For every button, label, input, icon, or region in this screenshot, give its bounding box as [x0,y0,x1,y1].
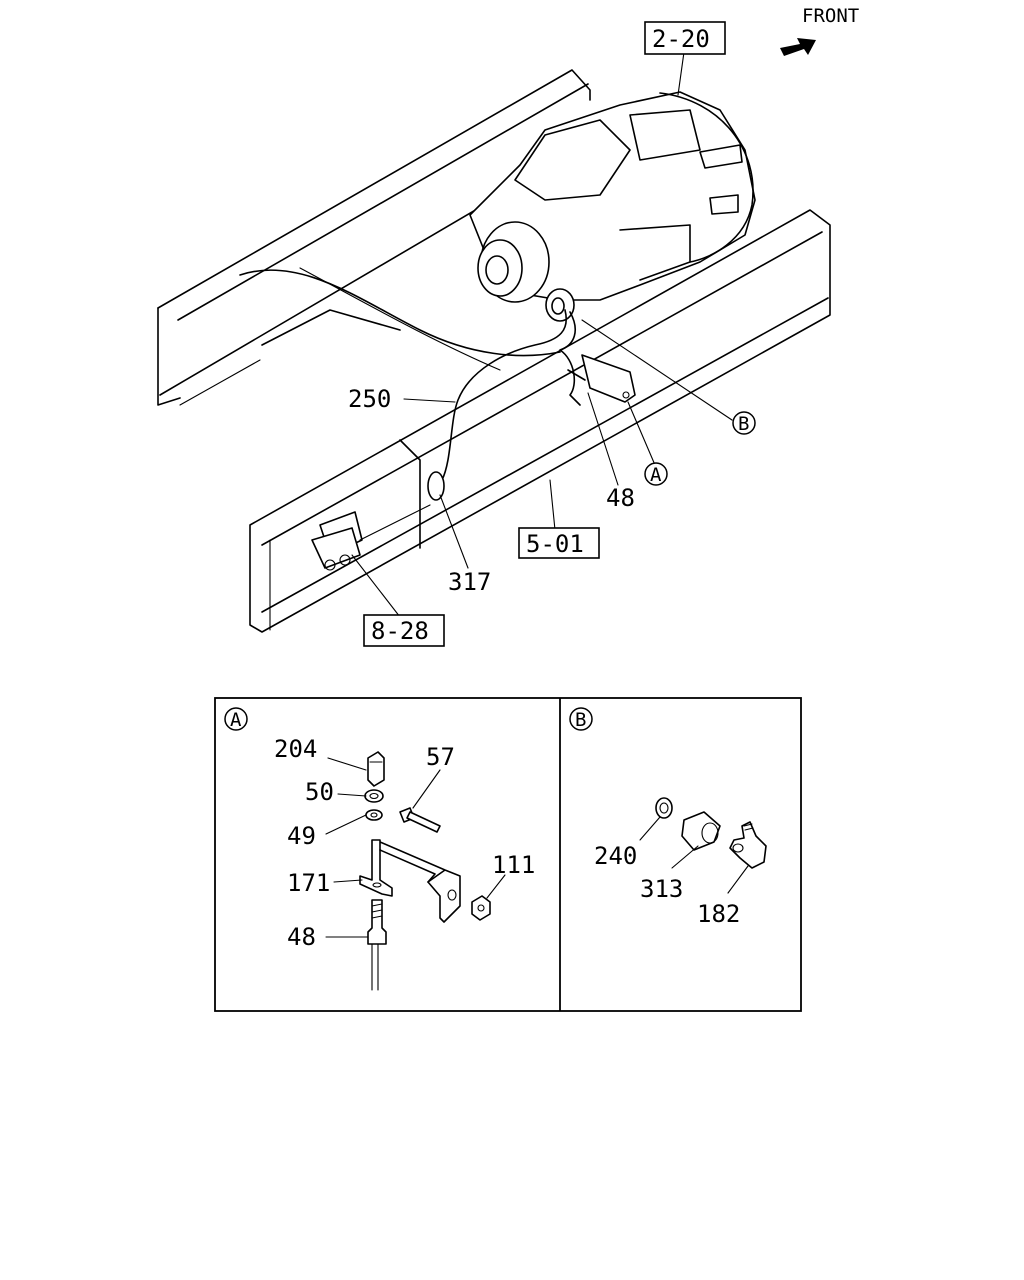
part-240: 240 [594,842,637,870]
detail-a-panel: A 204 50 49 171 [224,707,535,991]
front-arrow-icon [780,38,816,56]
ref-valve[interactable]: 8-28 [363,614,445,647]
callout-detail-b-label: B [738,413,749,435]
callout-250: 250 [348,385,391,413]
callout-48: 48 [606,484,635,512]
ref-transmission-label: 2-20 [652,25,710,53]
transmission [469,91,756,322]
part-313: 313 [640,875,683,903]
front-label: FRONT [802,5,859,27]
ref-frame-label: 5-01 [526,530,584,558]
callout-detail-a-label: A [650,464,662,486]
detail-b-marker: B [575,709,586,731]
callout-detail-a[interactable]: A [644,462,668,486]
part-182: 182 [697,900,740,928]
ref-valve-label: 8-28 [371,617,429,645]
part-171: 171 [287,869,330,897]
detail-panels [214,697,802,1012]
ref-frame[interactable]: 5-01 [518,527,600,559]
ref-transmission[interactable]: 2-20 [644,21,726,55]
callout-317: 317 [448,568,491,596]
chassis-illustration [157,69,831,633]
part-57: 57 [426,743,455,771]
callout-detail-b[interactable]: B [732,411,756,435]
valve-assembly [311,504,431,571]
front-indicator: FRONT [780,5,859,56]
part-111: 111 [492,851,535,879]
part-204: 204 [274,735,317,763]
detail-a-marker: A [230,709,242,731]
detail-b-panel: B 240 313 182 [569,707,767,928]
part-49: 49 [287,822,316,850]
leader-lines [351,51,733,618]
part-48: 48 [287,923,316,951]
part-50: 50 [305,778,334,806]
